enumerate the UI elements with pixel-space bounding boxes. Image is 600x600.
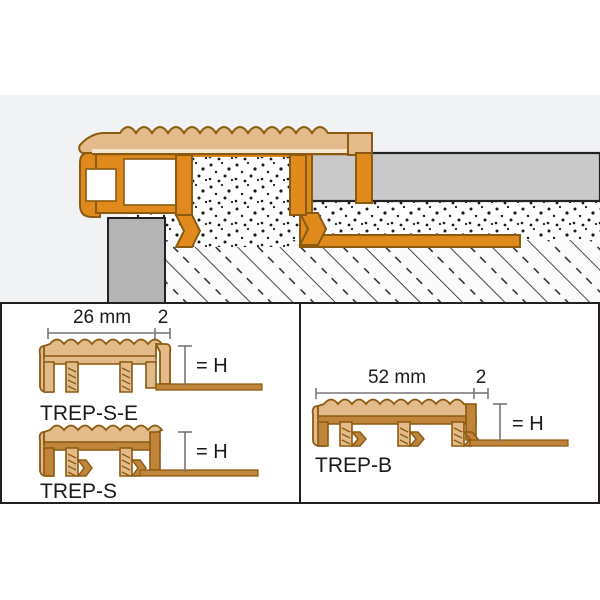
profile-name-trep-b: TREP-B — [315, 454, 392, 477]
chamber-mortar-fill — [186, 157, 292, 247]
background-lower-white — [0, 503, 600, 600]
riser-tile — [107, 217, 166, 303]
height-label-trep-s-e: = H — [196, 355, 228, 377]
installed-cross-section-illustration — [78, 126, 600, 303]
dimension-label-52mm: 52 mm — [368, 367, 426, 388]
height-label-trep-b: = H — [512, 413, 544, 435]
profile-trep-s-e: 26 mm 2 — [38, 307, 263, 425]
dimension-line-26mm — [47, 328, 171, 339]
dimension-label-2: 2 — [158, 307, 169, 328]
trep-b-section — [311, 398, 569, 447]
height-indicator-trep-b — [493, 403, 507, 442]
height-indicator-trep-s — [178, 431, 192, 472]
profile-trep-b: 52 mm 2 — [311, 367, 569, 477]
profile-nose-cap — [347, 132, 373, 204]
profile-trep-s: = H TREP-S — [38, 424, 259, 503]
trep-s-section — [38, 424, 259, 477]
background-upper-white — [0, 0, 600, 95]
profile-detail-panels: 26 mm 2 — [0, 302, 600, 504]
profile-name-trep-s: TREP-S — [40, 480, 117, 503]
height-indicator-trep-s-e — [178, 345, 192, 386]
profile-name-trep-s-e: TREP-S-E — [40, 402, 138, 425]
dimension-label-2-right: 2 — [476, 367, 487, 388]
height-label-trep-s: = H — [196, 441, 228, 463]
floor-tile — [296, 151, 600, 203]
dimension-line-52mm — [315, 388, 489, 399]
trep-s-e-section — [38, 338, 263, 393]
profile-ribbed-tread-surface — [78, 126, 357, 156]
dimension-label-26mm: 26 mm — [73, 307, 131, 328]
